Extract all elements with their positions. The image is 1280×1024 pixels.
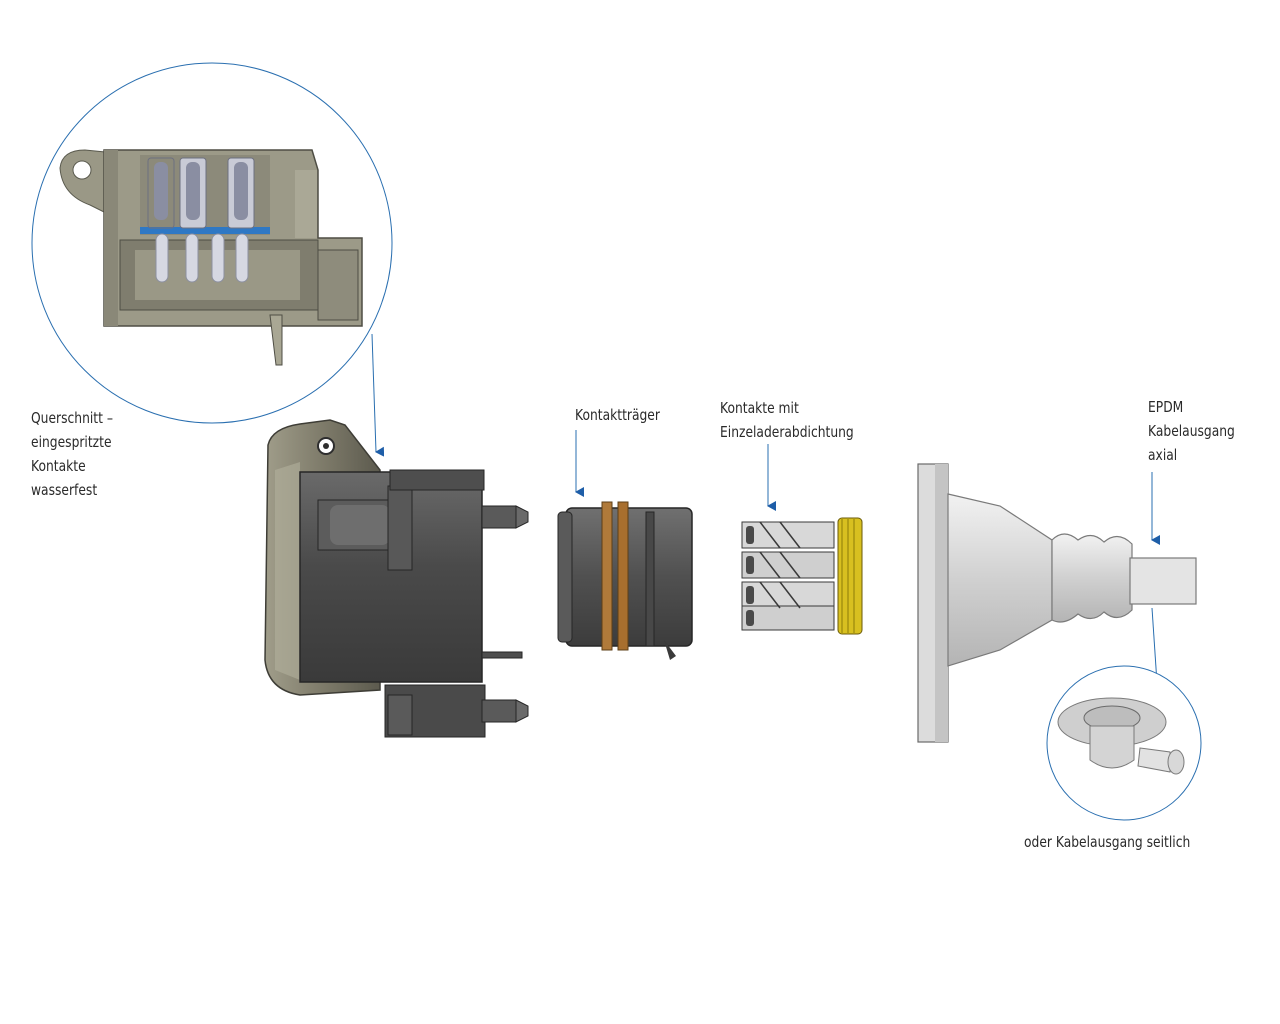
cross-section-pointer bbox=[371, 333, 385, 457]
cross-section-image bbox=[59, 149, 363, 366]
connector-housing bbox=[264, 419, 529, 738]
label-line: eingespritzte bbox=[31, 433, 112, 451]
label-line: Kabelausgang bbox=[1148, 422, 1235, 440]
contact-carrier bbox=[557, 501, 693, 660]
label-line: Querschnitt – bbox=[31, 409, 113, 427]
cross-section-contacts bbox=[147, 157, 255, 283]
label-line: EPDM bbox=[1148, 398, 1184, 416]
label-line: Kontakte mit bbox=[720, 399, 799, 417]
label-line: wasserfest bbox=[31, 481, 98, 499]
label-line: oder Kabelausgang seitlich bbox=[1024, 833, 1191, 851]
label-line: Kontaktträger bbox=[575, 406, 660, 424]
label-line: axial bbox=[1148, 446, 1178, 464]
cross-section-callout bbox=[31, 62, 393, 424]
contacts-with-seals bbox=[741, 517, 863, 635]
cross-section-label: Querschnitt – eingespritzte Kontakte was… bbox=[31, 406, 113, 502]
single-wire-seals bbox=[837, 517, 863, 635]
epdm-cable-outlet-axial bbox=[917, 463, 1197, 743]
epdm-axial-label: EPDM Kabelausgang axial bbox=[1148, 395, 1235, 467]
contacts-label: Kontakte mit Einzeladerabdichtung bbox=[720, 396, 854, 444]
side-outlet-label: oder Kabelausgang seitlich bbox=[1024, 830, 1190, 854]
label-line: Kontakte bbox=[31, 457, 86, 475]
contact-carrier-label: Kontaktträger bbox=[575, 403, 660, 427]
side-outlet-part bbox=[1057, 697, 1185, 775]
side-outlet-callout bbox=[1046, 665, 1202, 821]
label-line: Einzeladerabdichtung bbox=[720, 423, 854, 441]
